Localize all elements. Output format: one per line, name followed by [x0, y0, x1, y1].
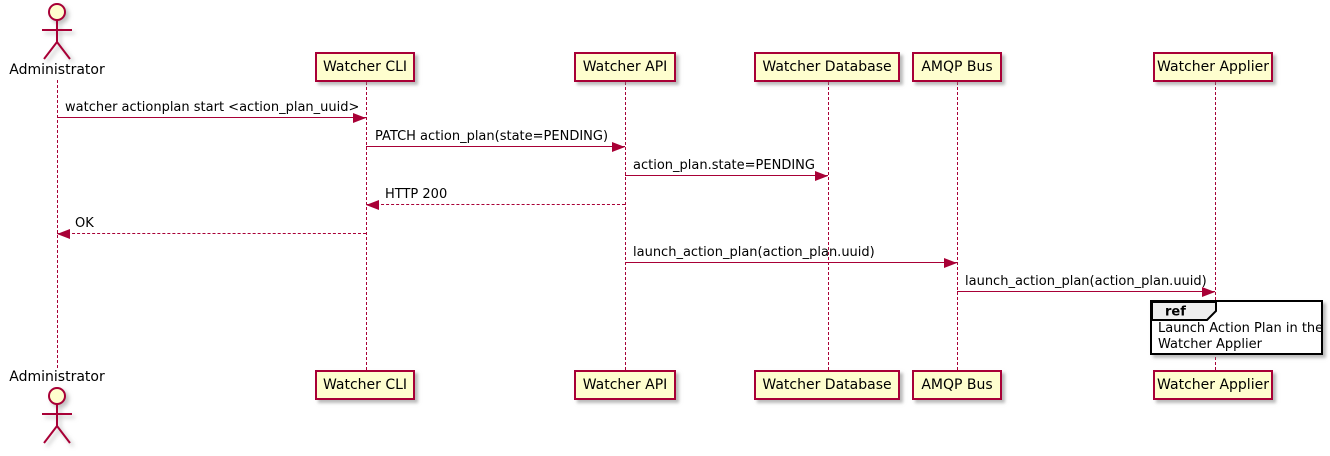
arrowhead-right-icon	[815, 171, 828, 181]
ref-tab-icon: ref	[1151, 301, 1217, 321]
participant-amqp-bus-bottom: AMQP Bus	[912, 370, 1002, 400]
message-label: HTTP 200	[385, 187, 448, 202]
arrowhead-right-icon	[944, 258, 957, 268]
ref-text-line-1: Launch Action Plan in the	[1158, 321, 1324, 336]
arrowhead-left-icon	[57, 229, 70, 239]
message-line	[625, 175, 828, 176]
arrowhead-right-icon	[353, 113, 366, 123]
message-label: launch_action_plan(action_plan.uuid)	[633, 245, 875, 260]
message-label: OK	[75, 216, 94, 231]
message-line	[57, 117, 366, 118]
arrowhead-right-icon	[1202, 287, 1215, 297]
message-label: PATCH action_plan(state=PENDING)	[375, 129, 609, 144]
ref-keyword: ref	[1165, 305, 1186, 320]
arrowhead-left-icon	[366, 200, 379, 210]
participant-watcher-cli-top: Watcher CLI	[315, 52, 415, 82]
lifeline-watcher-applier	[1215, 82, 1216, 370]
message-line-dashed	[366, 204, 625, 205]
actor-label-administrator-bottom: Administrator	[9, 369, 105, 385]
participant-watcher-database-bottom: Watcher Database	[754, 370, 900, 400]
message-line	[625, 262, 957, 263]
message-line-dashed	[57, 233, 366, 234]
participant-watcher-applier-top: Watcher Applier	[1153, 52, 1273, 82]
lifeline-amqp-bus	[957, 82, 958, 370]
ref-text-line-2: Watcher Applier	[1158, 337, 1262, 352]
message-line	[366, 146, 625, 147]
arrowhead-right-icon	[612, 142, 625, 152]
lifeline-watcher-cli	[366, 82, 367, 370]
lifeline-administrator	[57, 80, 58, 368]
message-line	[957, 291, 1215, 292]
participant-watcher-database-top: Watcher Database	[754, 52, 900, 82]
actor-label-administrator-top: Administrator	[9, 62, 105, 78]
ref-fragment: ref Launch Action Plan in the Watcher Ap…	[1150, 300, 1323, 355]
message-label: action_plan.state=PENDING	[633, 158, 815, 173]
actor-icon	[42, 3, 72, 60]
message-label: watcher actionplan start <action_plan_uu…	[65, 100, 360, 115]
participant-watcher-api-top: Watcher API	[574, 52, 676, 82]
lifeline-watcher-database	[828, 82, 829, 370]
participant-watcher-api-bottom: Watcher API	[574, 370, 676, 400]
participant-amqp-bus-top: AMQP Bus	[912, 52, 1002, 82]
participant-watcher-cli-bottom: Watcher CLI	[315, 370, 415, 400]
actor-icon	[42, 387, 72, 444]
participant-watcher-applier-bottom: Watcher Applier	[1153, 370, 1273, 400]
lifeline-watcher-api	[625, 82, 626, 370]
message-label: launch_action_plan(action_plan.uuid)	[965, 274, 1207, 289]
